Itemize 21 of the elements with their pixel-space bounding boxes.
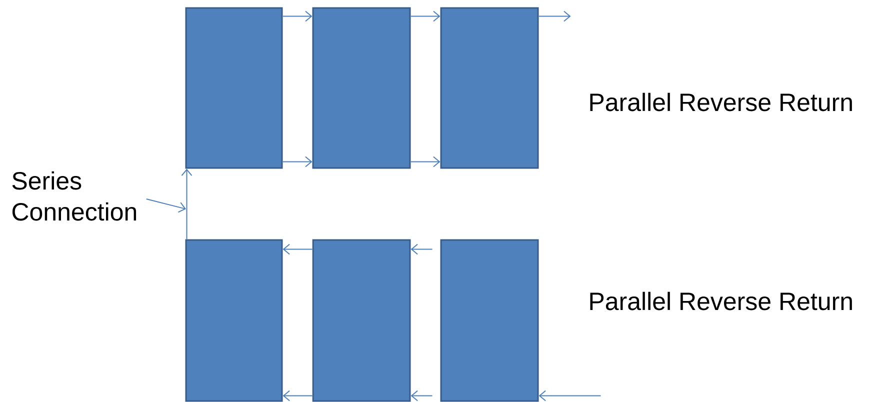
arrow <box>538 10 571 22</box>
panel-box <box>440 7 539 169</box>
arrow <box>410 10 440 22</box>
text-label: Series Connection <box>12 171 136 221</box>
leader-line <box>146 198 186 213</box>
arrow <box>410 156 440 168</box>
arrow <box>282 156 312 168</box>
panel-box <box>185 239 283 402</box>
panel-box <box>440 239 539 402</box>
arrow <box>282 390 313 402</box>
arrow <box>282 10 312 22</box>
caption-text: Parallel Reverse Return <box>590 92 852 112</box>
arrow <box>282 244 313 255</box>
arrow <box>538 390 602 402</box>
panel-box <box>312 7 411 169</box>
panel-box <box>185 7 283 169</box>
arrow <box>410 390 433 402</box>
panel-box <box>312 239 411 402</box>
caption-text: Parallel Reverse Return <box>590 292 852 310</box>
arrow <box>181 168 192 240</box>
arrow <box>410 244 433 255</box>
